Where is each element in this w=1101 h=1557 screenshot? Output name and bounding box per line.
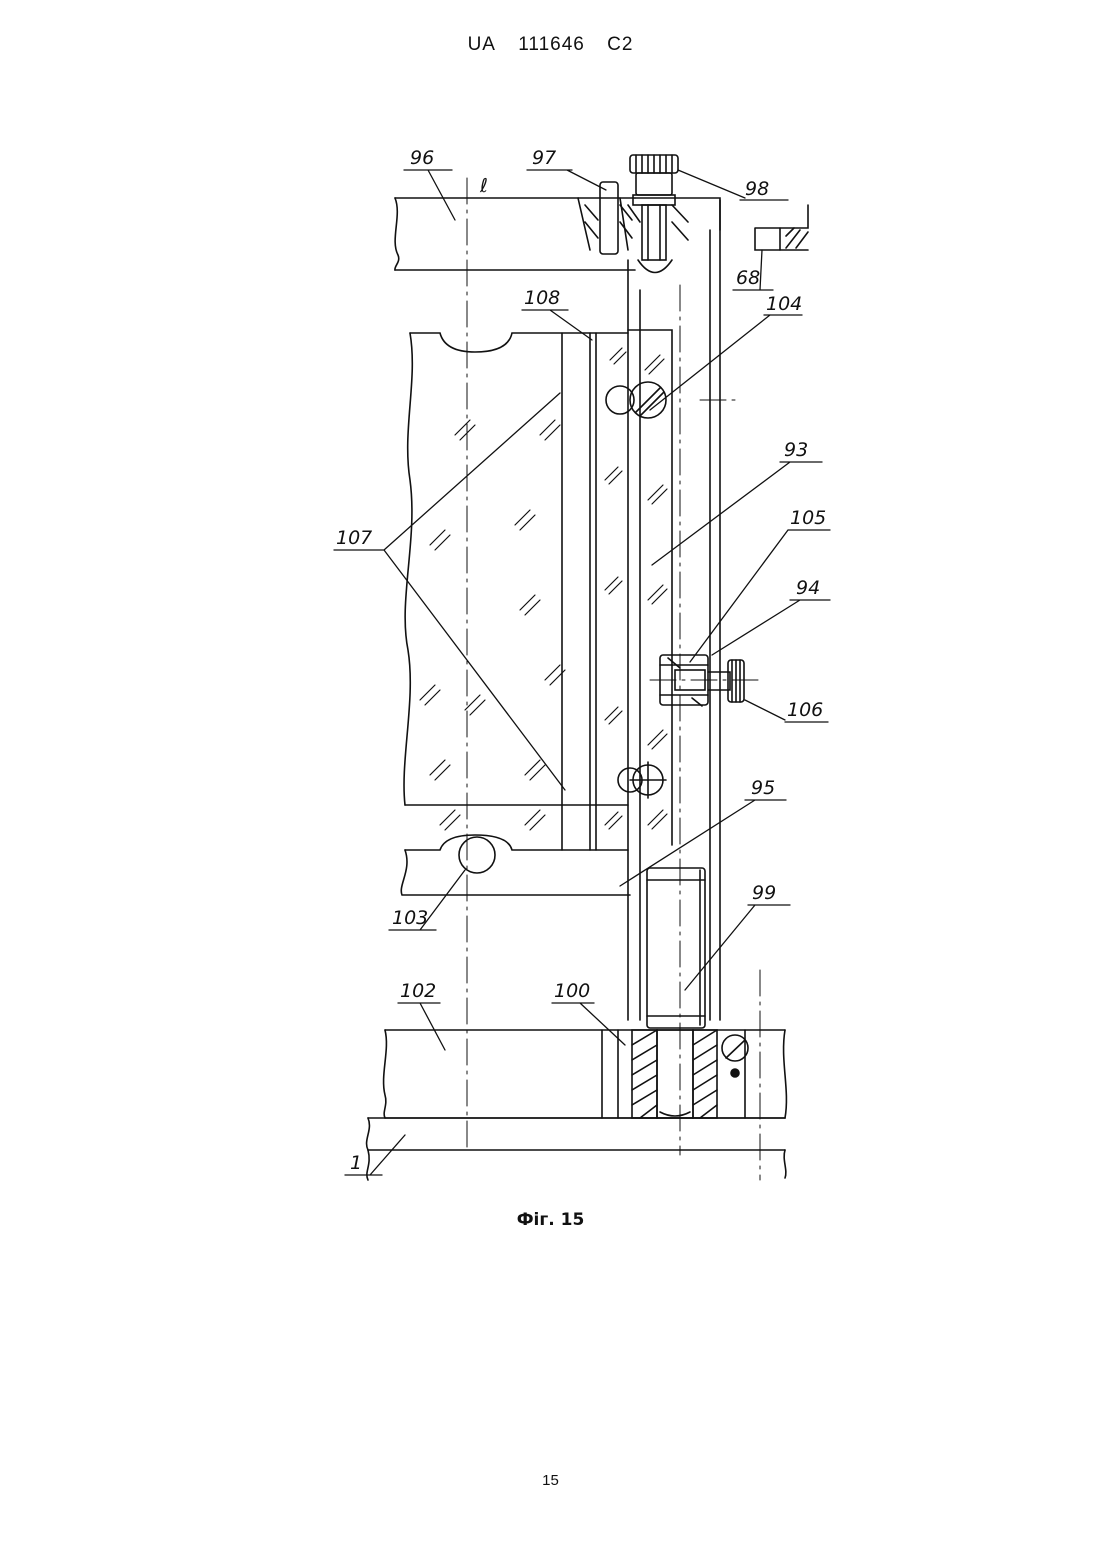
base-plate-1	[367, 1118, 786, 1180]
label-104: 104	[766, 293, 802, 315]
vertical-bar-93	[628, 200, 720, 1020]
label-108: 108	[524, 287, 560, 309]
leader-lines	[334, 170, 830, 1175]
page-number: 15	[0, 1472, 1101, 1489]
glass-panel-107	[401, 333, 667, 895]
axis-mark: ℓ	[479, 175, 488, 197]
pin-103	[459, 837, 495, 873]
label-96: 96	[410, 147, 434, 169]
screw-104	[606, 382, 666, 418]
label-105: 105	[790, 507, 826, 529]
label-97: 97	[532, 147, 556, 169]
label-68: 68	[736, 267, 760, 289]
label-94: 94	[796, 577, 820, 599]
screw-lower	[618, 762, 666, 798]
label-98: 98	[745, 178, 769, 200]
label-1: 1	[350, 1152, 362, 1174]
label-103: 103	[392, 907, 428, 929]
label-102: 102	[400, 980, 436, 1002]
label-99: 99	[752, 882, 776, 904]
label-107: 107	[336, 527, 372, 549]
label-106: 106	[787, 699, 823, 721]
part-68	[755, 205, 808, 250]
post-99	[647, 868, 705, 1028]
base-102	[384, 1030, 787, 1118]
label-93: 93	[784, 439, 808, 461]
label-95: 95	[751, 777, 775, 799]
screw-98	[628, 155, 688, 273]
label-100: 100	[554, 980, 590, 1002]
figure-caption: Фiг. 15	[0, 1210, 1101, 1230]
